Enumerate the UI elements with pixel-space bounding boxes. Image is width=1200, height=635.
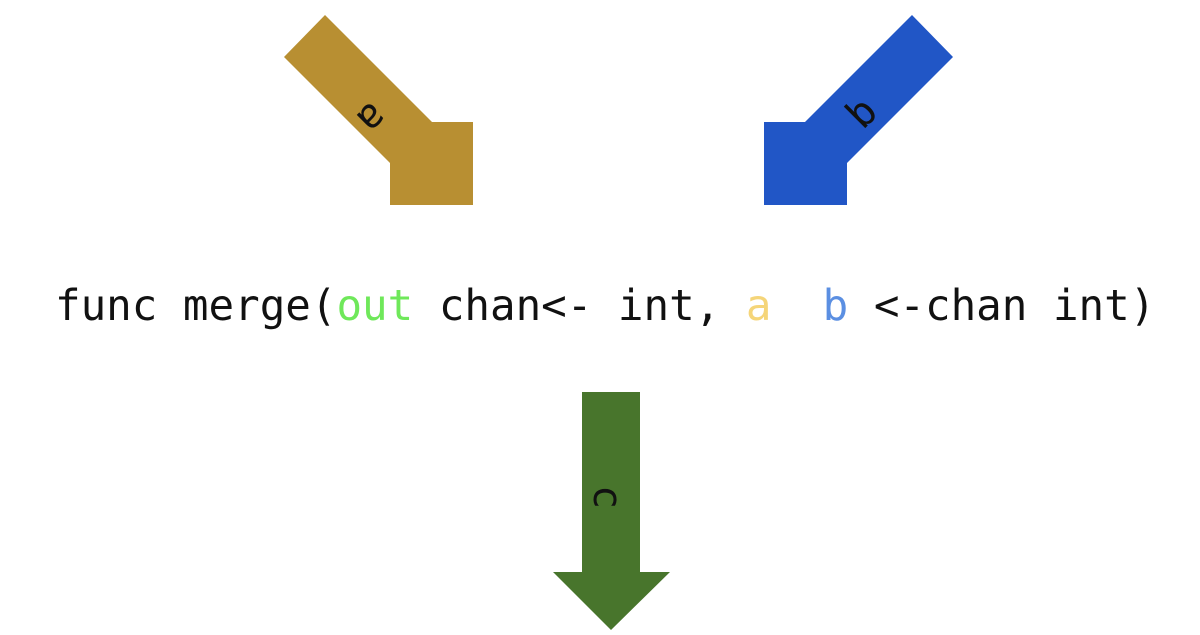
arrow-c: c: [553, 392, 670, 630]
code-suffix: <-chan int): [848, 282, 1156, 331]
arrow-a: a: [284, 15, 473, 205]
code-a: a: [745, 282, 772, 331]
code-middle: chan<- int,: [413, 282, 746, 331]
code-b: b: [822, 282, 849, 331]
arrow-c-shape: [553, 392, 670, 630]
merge-signature: func merge(out chan<- int, a b <-chan in…: [55, 282, 1155, 331]
code-prefix: func merge(: [55, 282, 337, 331]
arrow-a-shape: [284, 15, 473, 205]
arrow-b-shape: [764, 15, 953, 205]
code-gap: [771, 282, 822, 331]
arrow-b: b: [764, 15, 953, 205]
code-out: out: [336, 282, 414, 331]
arrow-c-label: c: [584, 485, 630, 509]
